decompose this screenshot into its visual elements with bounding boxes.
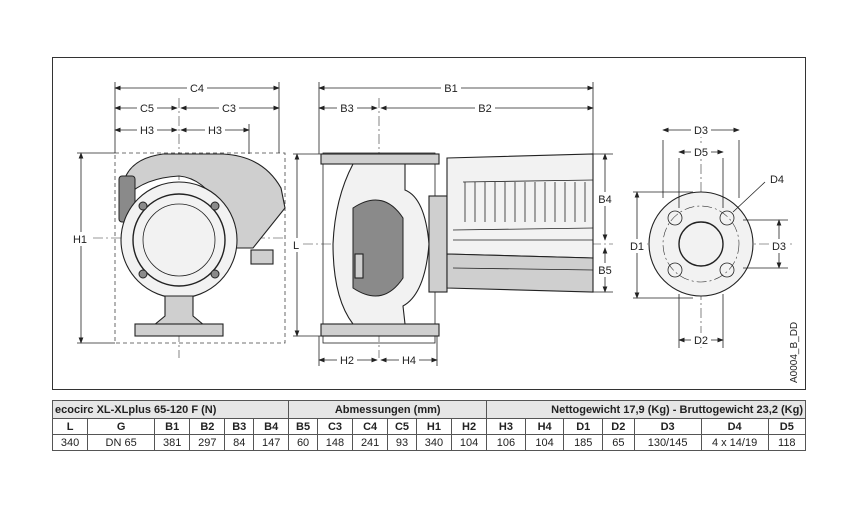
label-B2: B2	[478, 103, 491, 115]
label-B1: B1	[444, 83, 457, 95]
dimensions-table: ecocirc XL-XLplus 65-120 F (N) Abmessung…	[51, 400, 807, 451]
drawing-code: A0004_B_DD	[789, 322, 800, 383]
header-cell: G	[87, 418, 156, 435]
flange-view	[633, 128, 793, 348]
value-cell: 106	[486, 434, 526, 451]
header-cell: H2	[450, 418, 488, 435]
header-cell: C5	[387, 418, 417, 435]
label-B5: B5	[598, 265, 611, 277]
technical-drawing: C4 C5 C3 H3 H3 H1 L B1 B3 B2 B4 B5 H2 H4…	[52, 57, 806, 390]
gross-weight-value: 23,2 (Kg)	[756, 403, 803, 416]
value-cell: 104	[524, 434, 565, 451]
value-cell: 297	[189, 434, 226, 451]
label-D2: D2	[694, 335, 708, 347]
table-header-row: L G B1 B2 B3 B4 B5 C3 C4 C5 H1 H2 H3 H4 …	[51, 418, 807, 435]
header-cell: D4	[700, 418, 769, 435]
header-cell: D1	[563, 418, 604, 435]
header-cell: D5	[767, 418, 807, 435]
value-cell: 104	[450, 434, 488, 451]
net-weight-value: 17,9 (Kg)	[623, 403, 670, 416]
header-cell: H4	[524, 418, 565, 435]
table-row: 340 DN 65 381 297 84 147 60 148 241 93 3…	[51, 434, 807, 451]
header-cell: H1	[415, 418, 453, 435]
header-cell: D2	[602, 418, 635, 435]
weights: Nettogewicht 17,9 (Kg) - Bruttogewicht 2…	[486, 400, 806, 419]
value-cell: 340	[415, 434, 453, 451]
label-C5: C5	[140, 103, 154, 115]
model-name: ecocirc XL-XLplus 65-120 F (N)	[51, 400, 290, 419]
header-cell: B1	[154, 418, 191, 435]
label-H4: H4	[402, 355, 416, 367]
value-cell: 84	[224, 434, 255, 451]
header-cell: C4	[352, 418, 389, 435]
gross-weight-label: Bruttogewicht	[679, 403, 754, 416]
value-cell: 4 x 14/19	[700, 434, 769, 451]
dimension-labels: C4 C5 C3 H3 H3 H1 L B1 B3 B2 B4 B5 H2 H4…	[69, 81, 800, 383]
label-H3-right: H3	[208, 125, 222, 137]
header-cell: B5	[288, 418, 318, 435]
value-cell: 147	[253, 434, 290, 451]
label-C4: C4	[190, 83, 204, 95]
label-C3: C3	[222, 103, 236, 115]
motor-fins	[464, 182, 586, 222]
label-B3: B3	[340, 103, 353, 115]
value-cell: DN 65	[87, 434, 156, 451]
label-D5: D5	[694, 147, 708, 159]
header-cell: B3	[224, 418, 255, 435]
value-cell: 148	[316, 434, 354, 451]
header-cell: L	[51, 418, 89, 435]
side-view	[303, 98, 613, 358]
section-title: Abmessungen (mm)	[288, 400, 488, 419]
drawing-svg: C4 C5 C3 H3 H3 H1 L B1 B3 B2 B4 B5 H2 H4…	[69, 81, 800, 383]
weight-separator: -	[669, 403, 680, 416]
value-cell: 340	[51, 434, 89, 451]
label-H2: H2	[340, 355, 354, 367]
value-cell: 60	[288, 434, 318, 451]
label-L: L	[293, 240, 299, 252]
net-weight-label: Nettogewicht	[551, 403, 621, 416]
value-cell: 241	[352, 434, 389, 451]
value-cell: 65	[602, 434, 635, 451]
header-cell: C3	[316, 418, 354, 435]
table-title-row: ecocirc XL-XLplus 65-120 F (N) Abmessung…	[51, 400, 806, 419]
header-cell: H3	[486, 418, 526, 435]
header-cell: B4	[253, 418, 290, 435]
header-cell: B2	[189, 418, 226, 435]
value-cell: 118	[767, 434, 807, 451]
label-D3-top: D3	[694, 125, 708, 137]
label-H1: H1	[73, 234, 87, 246]
label-D4: D4	[770, 174, 784, 186]
value-cell: 93	[387, 434, 417, 451]
label-H3-left: H3	[140, 125, 154, 137]
value-cell: 185	[563, 434, 604, 451]
front-view	[93, 98, 286, 358]
header-cell: D3	[633, 418, 702, 435]
value-cell: 130/145	[633, 434, 702, 451]
label-D1: D1	[630, 241, 644, 253]
label-B4: B4	[598, 194, 611, 206]
value-cell: 381	[154, 434, 191, 451]
label-D3-side: D3	[772, 241, 786, 253]
